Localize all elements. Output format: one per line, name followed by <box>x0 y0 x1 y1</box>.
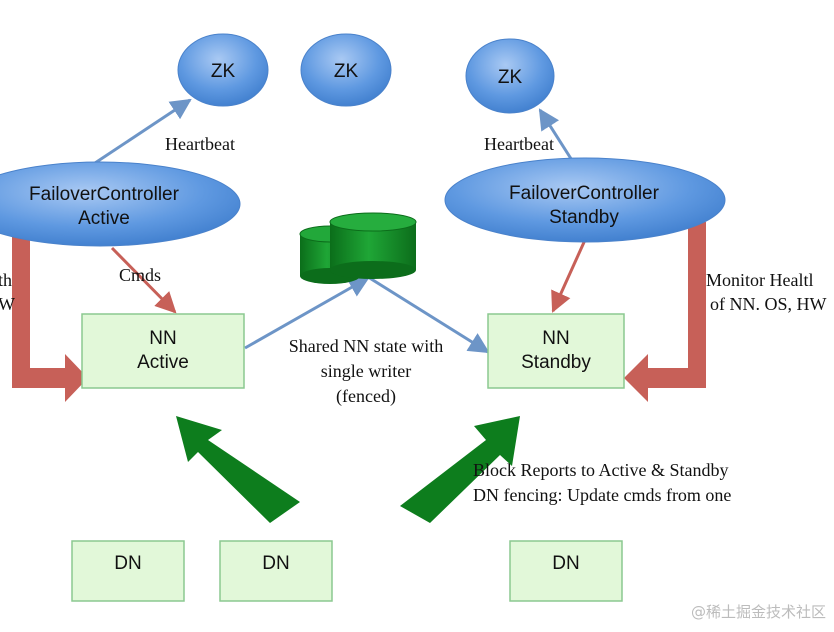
block-report-arrow-right-shape <box>400 416 520 523</box>
failover-active-line2: Active <box>78 208 130 229</box>
dn-box-1-label: DN <box>114 553 141 574</box>
dn-box-1: DN <box>71 540 185 602</box>
nn-standby-line1: NN <box>542 328 569 349</box>
monitor-left-line2: W <box>0 294 15 314</box>
watermark: @稀土掘金技术社区 <box>690 603 826 621</box>
monitor-arrow-right <box>624 222 706 402</box>
monitor-left-line1: th <box>0 270 12 290</box>
zk-node-3: ZK <box>465 38 555 114</box>
shared-state-line2: single writer <box>321 361 411 381</box>
failover-standby-line1: FailoverController <box>509 183 660 204</box>
shared-storage-icon <box>299 212 417 284</box>
dn-box-3: DN <box>509 540 623 602</box>
monitor-right-line1: Monitor Healtl <box>706 270 813 290</box>
dn-box-2: DN <box>219 540 333 602</box>
heartbeat-label-right: Heartbeat <box>484 134 554 154</box>
cmds-arrow-left <box>110 246 177 314</box>
heartbeat-label-left: Heartbeat <box>165 134 235 154</box>
failover-controller-standby: FailoverController Standby <box>444 157 726 243</box>
failover-active-line1: FailoverController <box>29 184 180 205</box>
zk-node-2-label: ZK <box>334 61 359 82</box>
heartbeat-arrow-right <box>538 108 577 166</box>
shared-state-arrow-right <box>359 270 490 354</box>
shared-state-line3: (fenced) <box>336 386 396 407</box>
shared-state-arrow-left <box>244 276 370 350</box>
dn-box-3-label: DN <box>552 553 579 574</box>
cmds-arrow-right <box>551 239 587 313</box>
failover-controller-active: FailoverController Active <box>0 161 241 247</box>
block-reports-line1: Block Reports to Active & Standby <box>473 460 728 480</box>
zk-node-2: ZK <box>300 33 392 107</box>
nn-active-box: NN Active <box>81 313 245 389</box>
dn-box-2-label: DN <box>262 553 289 574</box>
failover-standby-line2: Standby <box>549 207 619 228</box>
nn-active-line1: NN <box>149 328 176 349</box>
zk-node-1: ZK <box>177 33 269 107</box>
block-reports-line2: DN fencing: Update cmds from one <box>473 485 731 505</box>
zk-node-1-label: ZK <box>211 61 236 82</box>
monitor-right-line2: of NN. OS, HW <box>710 294 827 314</box>
heartbeat-arrow-left <box>94 98 192 165</box>
monitor-arrow-left <box>12 232 88 402</box>
zk-node-3-label: ZK <box>498 67 523 88</box>
nn-standby-box: NN Standby <box>487 313 625 389</box>
cmds-label: Cmds <box>119 265 161 285</box>
nn-active-line2: Active <box>137 352 189 373</box>
block-report-arrow-left-shape <box>176 416 300 523</box>
nn-standby-line2: Standby <box>521 352 591 373</box>
shared-state-line1: Shared NN state with <box>289 336 443 356</box>
